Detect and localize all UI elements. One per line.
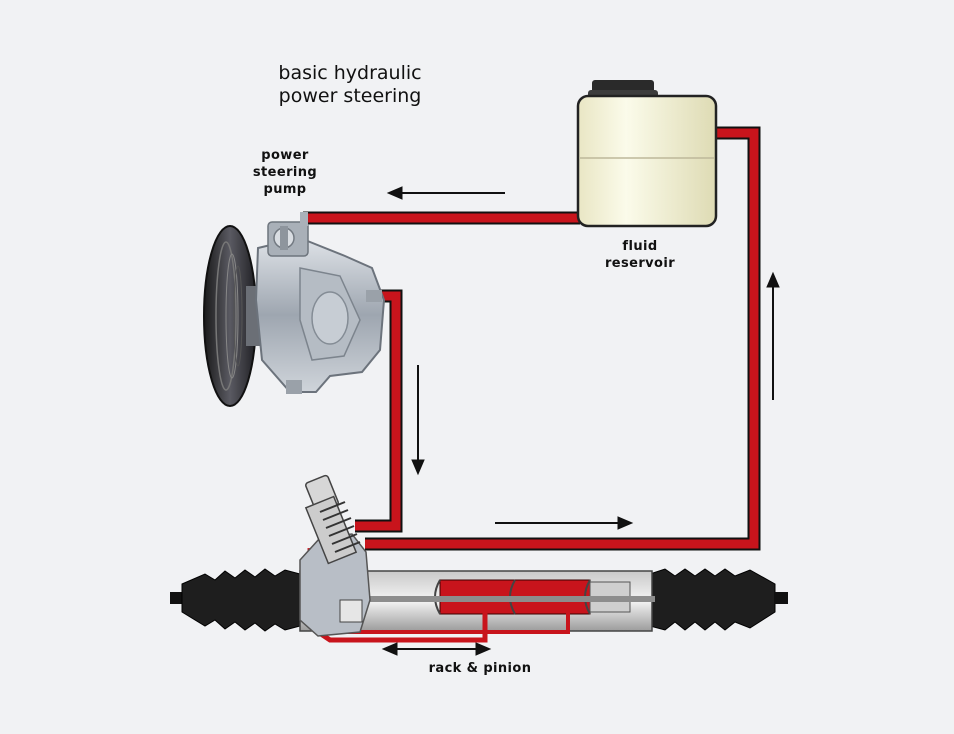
left-boot	[170, 568, 301, 632]
arrow-right	[495, 516, 634, 530]
rack-label: rack & pinion	[410, 660, 550, 677]
power-steering-pump-illustration	[203, 212, 386, 407]
fluid-lines	[303, 126, 761, 551]
pump-label-line-1: power	[261, 148, 309, 163]
fluid-reservoir-illustration	[576, 80, 718, 228]
pump-label-line-3: pump	[263, 182, 307, 198]
arrow-down	[411, 365, 425, 476]
pump-label-line-2: steering	[252, 165, 318, 181]
reservoir-label: fluid reservoir	[590, 238, 690, 272]
line-pump-to-rack	[355, 289, 403, 533]
pump-label: power steering pump	[230, 147, 340, 198]
right-boot	[649, 568, 788, 631]
rack-and-pinion-illustration	[170, 474, 788, 643]
title-line-2: power steering	[278, 85, 422, 108]
diagram-title: basic hydraulic power steering	[245, 62, 455, 108]
arrow-up	[766, 271, 780, 400]
reservoir-label-line-2: reservoir	[604, 256, 676, 272]
reservoir-label-line-1: fluid	[622, 239, 658, 254]
arrow-left	[386, 186, 505, 200]
flow-arrows	[381, 186, 780, 656]
pinion-input-shaft	[304, 474, 363, 623]
arrow-left-right	[381, 642, 492, 656]
rack-label-text: rack & pinion	[428, 661, 532, 676]
line-rack-to-reservoir	[365, 126, 761, 551]
title-line-1: basic hydraulic	[278, 62, 422, 84]
